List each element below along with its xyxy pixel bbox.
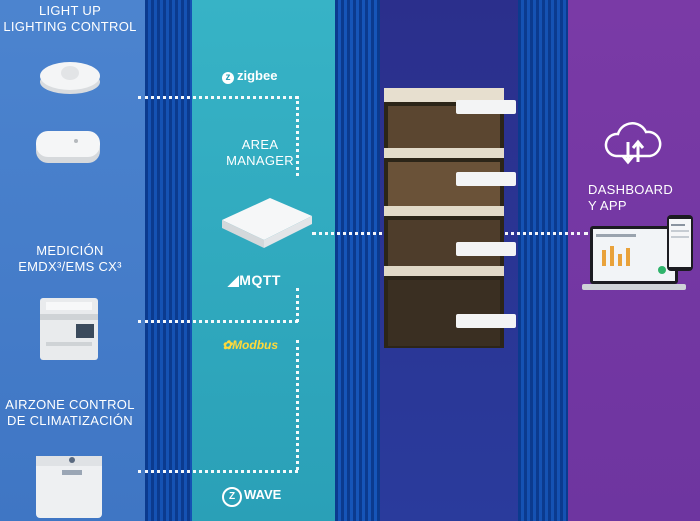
airzone-line1: AIRZONE CONTROL xyxy=(5,397,135,412)
phone-icon xyxy=(667,215,693,271)
modbus-text: Modbus xyxy=(232,338,279,352)
laptop-icon xyxy=(582,226,686,290)
light-up-line2: LIGHTING CONTROL xyxy=(3,19,137,34)
zwave-text: WAVE xyxy=(244,487,282,502)
zigbee-icon: z xyxy=(222,72,234,84)
energy-meter-icon xyxy=(40,298,98,360)
area-manager-label: AREA MANAGER xyxy=(205,137,315,169)
stripe-divider xyxy=(335,0,380,521)
light-up-label: LIGHT UP LIGHTING CONTROL xyxy=(0,3,140,35)
modbus-logo: ✿Modbus xyxy=(222,338,278,352)
gateway-icon xyxy=(222,198,312,248)
medicion-line1: MEDICIÓN xyxy=(36,243,104,258)
medicion-label: MEDICIÓN EMDX³/EMS CX³ xyxy=(0,243,140,275)
mqtt-text: MQTT xyxy=(239,272,281,288)
line-lightup xyxy=(138,96,298,99)
stripe-divider xyxy=(145,0,192,521)
motion-sensor-icon xyxy=(40,62,100,94)
switch-icon xyxy=(36,131,100,163)
light-up-line1: LIGHT UP xyxy=(38,3,102,18)
mqtt-logo: ◢MQTT xyxy=(228,272,281,289)
dashboard-line2: Y APP xyxy=(588,198,627,213)
line-airzone-rise xyxy=(296,340,299,470)
airzone-label: AIRZONE CONTROL DE CLIMATIZACIÓN xyxy=(0,397,140,429)
airzone-line2: DE CLIMATIZACIÓN xyxy=(7,413,133,428)
line-airzone xyxy=(138,470,298,473)
thermostat-controller-icon xyxy=(36,456,102,518)
gateway-column xyxy=(192,0,335,521)
stripe-divider xyxy=(518,0,568,521)
building-icon xyxy=(384,88,516,348)
line-medicion xyxy=(138,320,298,323)
line-lightup-drop xyxy=(296,96,299,176)
zwave-icon: Z xyxy=(222,487,242,507)
area-manager-line1: AREA xyxy=(241,137,279,152)
cloud-sync-icon xyxy=(604,122,662,165)
mqtt-icon: ◢ xyxy=(228,272,240,288)
dashboard-line1: DASHBOARD xyxy=(588,182,674,197)
medicion-line2: EMDX³/EMS CX³ xyxy=(18,259,122,274)
zigbee-text: zigbee xyxy=(237,68,278,83)
modbus-icon: ✿ xyxy=(222,338,233,352)
line-medicion-rise xyxy=(296,288,299,322)
area-manager-line2: MANAGER xyxy=(226,153,294,168)
dashboard-label: DASHBOARD Y APP xyxy=(588,182,673,214)
